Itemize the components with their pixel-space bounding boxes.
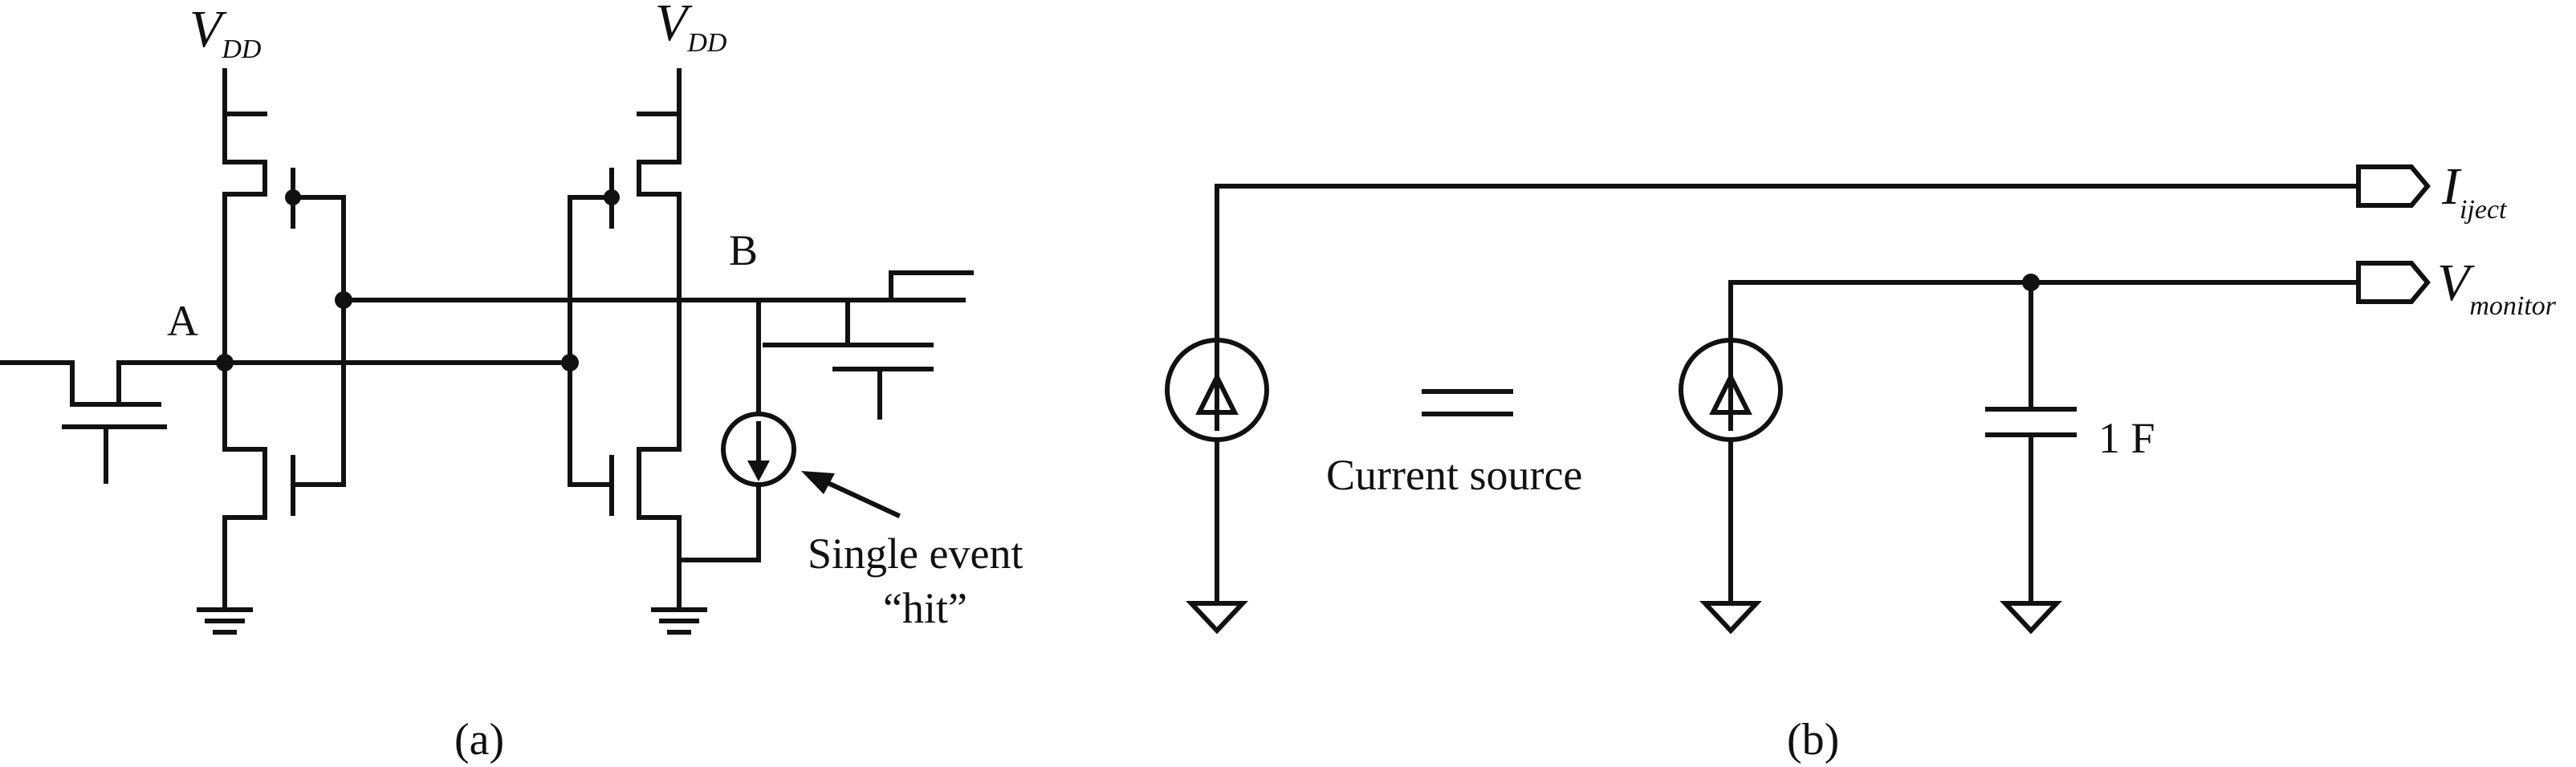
capacitor bbox=[1985, 274, 2077, 635]
circuit-b: Current source 1 F Iij bbox=[1165, 157, 2557, 765]
ground-left bbox=[197, 607, 253, 635]
port-inject bbox=[2356, 164, 2431, 208]
port-inject-label: Iiject bbox=[2441, 157, 2508, 225]
ground-right bbox=[651, 607, 707, 635]
right-nmos-transistor bbox=[568, 407, 682, 612]
equivalence-label: Current source bbox=[1326, 451, 1582, 499]
hit-arrow bbox=[801, 471, 901, 518]
inject-current-source bbox=[1165, 184, 2361, 635]
gate-right-junction bbox=[561, 354, 579, 371]
port-monitor-label: Vmonitor bbox=[2437, 254, 2557, 321]
port-monitor bbox=[2356, 261, 2431, 304]
left-access-transistor bbox=[0, 360, 227, 484]
monitor-current-source bbox=[1679, 280, 2361, 635]
circuit-a: VDD VDD A B Single event “hit” (a) bbox=[0, 0, 1023, 765]
hit-current-source bbox=[677, 298, 796, 562]
caption-a: (a) bbox=[454, 715, 504, 765]
left-nmos-transistor bbox=[222, 407, 346, 612]
node-a-label: A bbox=[167, 297, 198, 345]
node-b-label: B bbox=[729, 226, 758, 274]
right-access-transistor bbox=[763, 270, 974, 420]
equivalence-symbol bbox=[1422, 389, 1513, 416]
capacitor-label: 1 F bbox=[2098, 414, 2155, 462]
vdd-left-label: VDD bbox=[189, 0, 262, 64]
caption-b: (b) bbox=[1787, 715, 1839, 765]
hit-label-line1: Single event bbox=[808, 530, 1023, 578]
vdd-right-label: VDD bbox=[655, 0, 727, 58]
right-pmos-transistor bbox=[568, 68, 682, 259]
hit-label-line2: “hit” bbox=[883, 584, 967, 632]
left-pmos-transistor bbox=[222, 68, 346, 259]
